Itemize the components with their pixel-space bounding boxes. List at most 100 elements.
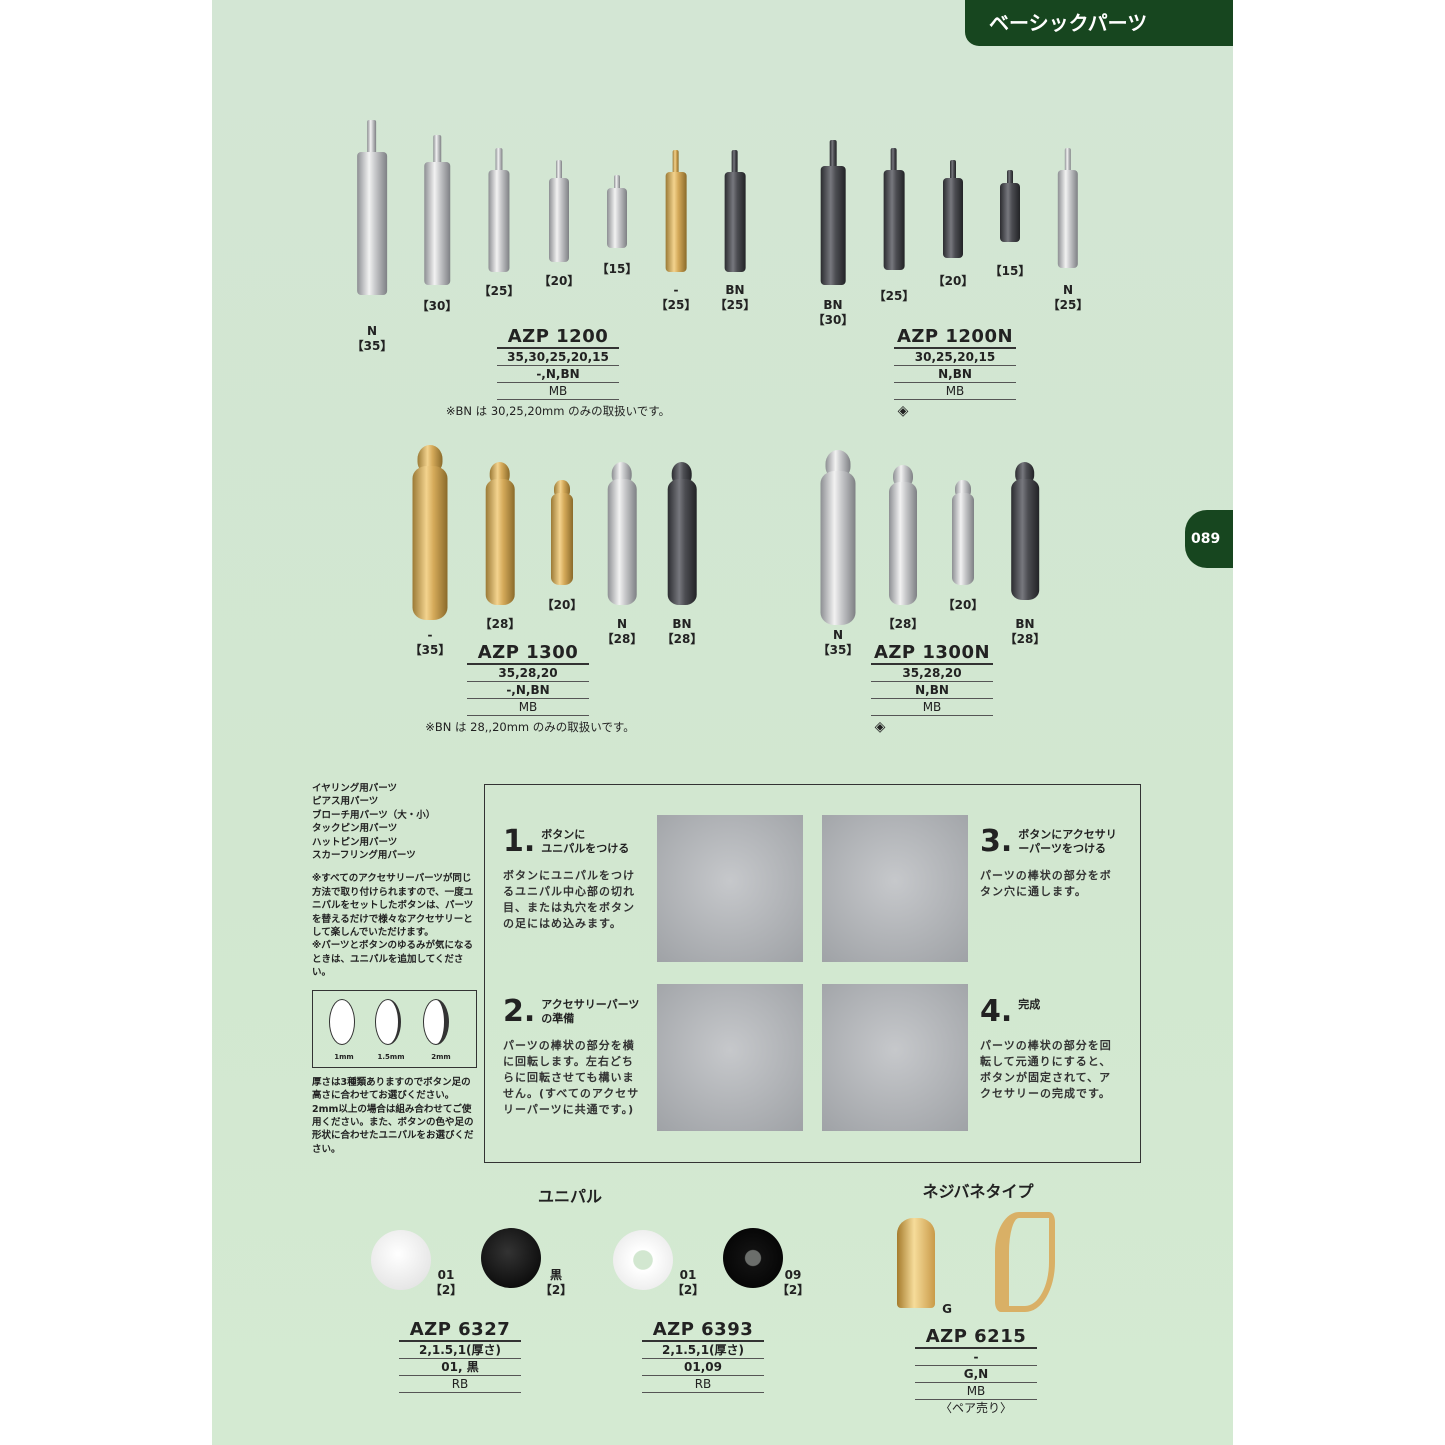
pin-label: 【25】 bbox=[478, 284, 520, 298]
pin-bar bbox=[551, 493, 573, 585]
spec-line: 35,28,20 bbox=[871, 665, 993, 682]
brooch-pin bbox=[607, 175, 627, 248]
pin-label: 【25】 bbox=[655, 298, 697, 312]
screw-heading: ネジバネタイプ bbox=[922, 1182, 1034, 1201]
product-code: AZP 1300 bbox=[467, 643, 589, 665]
color-label: 01 bbox=[679, 1268, 697, 1282]
spec-line: 2,1.5,1(厚さ) bbox=[399, 1342, 521, 1359]
use-item: スカーフリング用パーツ bbox=[312, 850, 416, 862]
thickness-diagram: 1mm 1.5mm 2mm bbox=[312, 989, 477, 1068]
color-label: 09 bbox=[784, 1268, 802, 1282]
pin-stem bbox=[1007, 170, 1013, 188]
pin-label: 【20】 bbox=[541, 598, 583, 612]
pin-stem bbox=[829, 140, 837, 177]
brooch-pin bbox=[607, 462, 637, 605]
step-4: 4. 完成パーツの棒状の部分を回転して元通りにすると、ボタンが固定されて、アクセサ… bbox=[980, 996, 1120, 1102]
pin-stem bbox=[614, 175, 620, 194]
color-label: 【2】 bbox=[429, 1283, 463, 1297]
brooch-pin bbox=[724, 150, 746, 272]
brooch-pin bbox=[883, 148, 905, 270]
brooch-pin bbox=[1057, 148, 1079, 268]
brooch-pin bbox=[357, 120, 387, 295]
color-label: 01 bbox=[437, 1268, 455, 1282]
pin-label: 【25】 bbox=[1047, 298, 1089, 312]
unipal-black-disc bbox=[481, 1228, 541, 1288]
step-1: 1.ボタンに ユニパルをつけるボタンにユニパルをつけるユニパル中心部の切れ目、ま… bbox=[503, 826, 643, 932]
use-item: ハットピン用パーツ bbox=[312, 836, 398, 848]
spec-line: MB bbox=[871, 699, 993, 716]
pin-bar bbox=[889, 481, 917, 605]
pin-stem bbox=[367, 120, 377, 164]
certification-mark: ◈ bbox=[897, 403, 909, 419]
pin-bar bbox=[549, 178, 569, 262]
brooch-pin bbox=[943, 160, 963, 258]
pin-stem bbox=[731, 150, 739, 181]
pin-stem bbox=[672, 150, 680, 181]
pin-bar bbox=[488, 170, 510, 272]
pin-label: N bbox=[616, 617, 628, 631]
instructions-box bbox=[484, 784, 1141, 1163]
pin-label: 【25】 bbox=[714, 298, 756, 312]
spec-line: N,BN bbox=[871, 682, 993, 699]
unipal-white-disc bbox=[371, 1230, 431, 1290]
step-title: 完成 bbox=[1018, 998, 1041, 1011]
note-1: ※すべてのアクセサリーパーツが同じ方法で取り付けられますので、一度ユニパルをセッ… bbox=[312, 873, 474, 939]
use-item: ピアス用パーツ bbox=[312, 796, 379, 808]
step-4-photo bbox=[822, 984, 968, 1131]
pin-label: 【15】 bbox=[596, 262, 638, 276]
step-text: パーツの棒状の部分を横に回転します。左右どちらに回転させても構いません。(すべて… bbox=[503, 1039, 640, 1116]
pin-label: 【28】 bbox=[661, 632, 703, 646]
section-header: ベーシックパーツ bbox=[965, 0, 1233, 46]
brooch-pin bbox=[667, 462, 697, 605]
brooch-pin bbox=[412, 445, 448, 620]
note-2: ※パーツとボタンのゆるみが気になるときは、ユニパルを追加してください。 bbox=[312, 940, 474, 979]
brooch-pin bbox=[820, 450, 856, 625]
use-item: タックピン用パーツ bbox=[312, 823, 398, 835]
product-note: ※BN は 30,25,20mm のみの取扱いです。 bbox=[445, 404, 671, 418]
pin-bar bbox=[667, 479, 697, 605]
step-title: ボタンに ユニパルをつける bbox=[541, 828, 630, 855]
pin-bar bbox=[952, 493, 974, 585]
spec-line: -,N,BN bbox=[497, 366, 619, 383]
pin-bar bbox=[1057, 169, 1079, 268]
unipal-white-ring bbox=[613, 1230, 673, 1290]
spec-line: - bbox=[915, 1349, 1037, 1366]
pin-label: BN bbox=[672, 617, 692, 631]
pin-label: - bbox=[427, 628, 433, 642]
brooch-pin bbox=[551, 480, 573, 585]
color-label: 【2】 bbox=[539, 1283, 573, 1297]
pin-bar bbox=[357, 151, 387, 295]
pin-stem bbox=[433, 135, 441, 173]
page-number: 089 bbox=[1185, 510, 1233, 568]
thickness-label: 1.5mm bbox=[377, 1052, 405, 1061]
use-item: イヤリング用パーツ bbox=[312, 783, 398, 794]
brooch-pin bbox=[889, 465, 917, 605]
step-text: パーツの棒状の部分を回転して元通りにすると、ボタンが固定されて、アクセサリーの完… bbox=[980, 1039, 1112, 1100]
color-label: 【2】 bbox=[776, 1283, 810, 1297]
pin-label: N bbox=[366, 324, 378, 338]
product-code: AZP 1200 bbox=[497, 327, 619, 349]
unipal-heading: ユニパル bbox=[537, 1187, 603, 1206]
disk-1mm bbox=[329, 998, 355, 1045]
pin-label: 【35】 bbox=[817, 643, 859, 657]
step-2-photo bbox=[657, 984, 803, 1131]
pin-label: 【28】 bbox=[601, 632, 643, 646]
brooch-pin bbox=[488, 148, 510, 272]
step-title: アクセサリーパーツの準備 bbox=[541, 998, 640, 1025]
spec-line: 2,1.5,1(厚さ) bbox=[642, 1342, 764, 1359]
spec-line: 35,30,25,20,15 bbox=[497, 349, 619, 366]
pin-bar bbox=[665, 171, 687, 272]
step-text: ボタンにユニパルをつけるユニパル中心部の切れ目、または丸穴をボタンの足にはめ込み… bbox=[503, 869, 635, 930]
note-3: 厚さは3種類ありますのでボタン足の高さに合わせてお選びください。2mm以上の場合… bbox=[312, 1076, 474, 1155]
pin-label: 【35】 bbox=[351, 339, 393, 353]
step-number: 4. bbox=[980, 994, 1013, 1029]
spec-line: MB bbox=[467, 699, 589, 716]
step-title: ボタンにアクセサリーパーツをつける bbox=[1018, 828, 1117, 855]
disk-2mm bbox=[423, 998, 449, 1045]
spec-line: G,N bbox=[915, 1366, 1037, 1383]
